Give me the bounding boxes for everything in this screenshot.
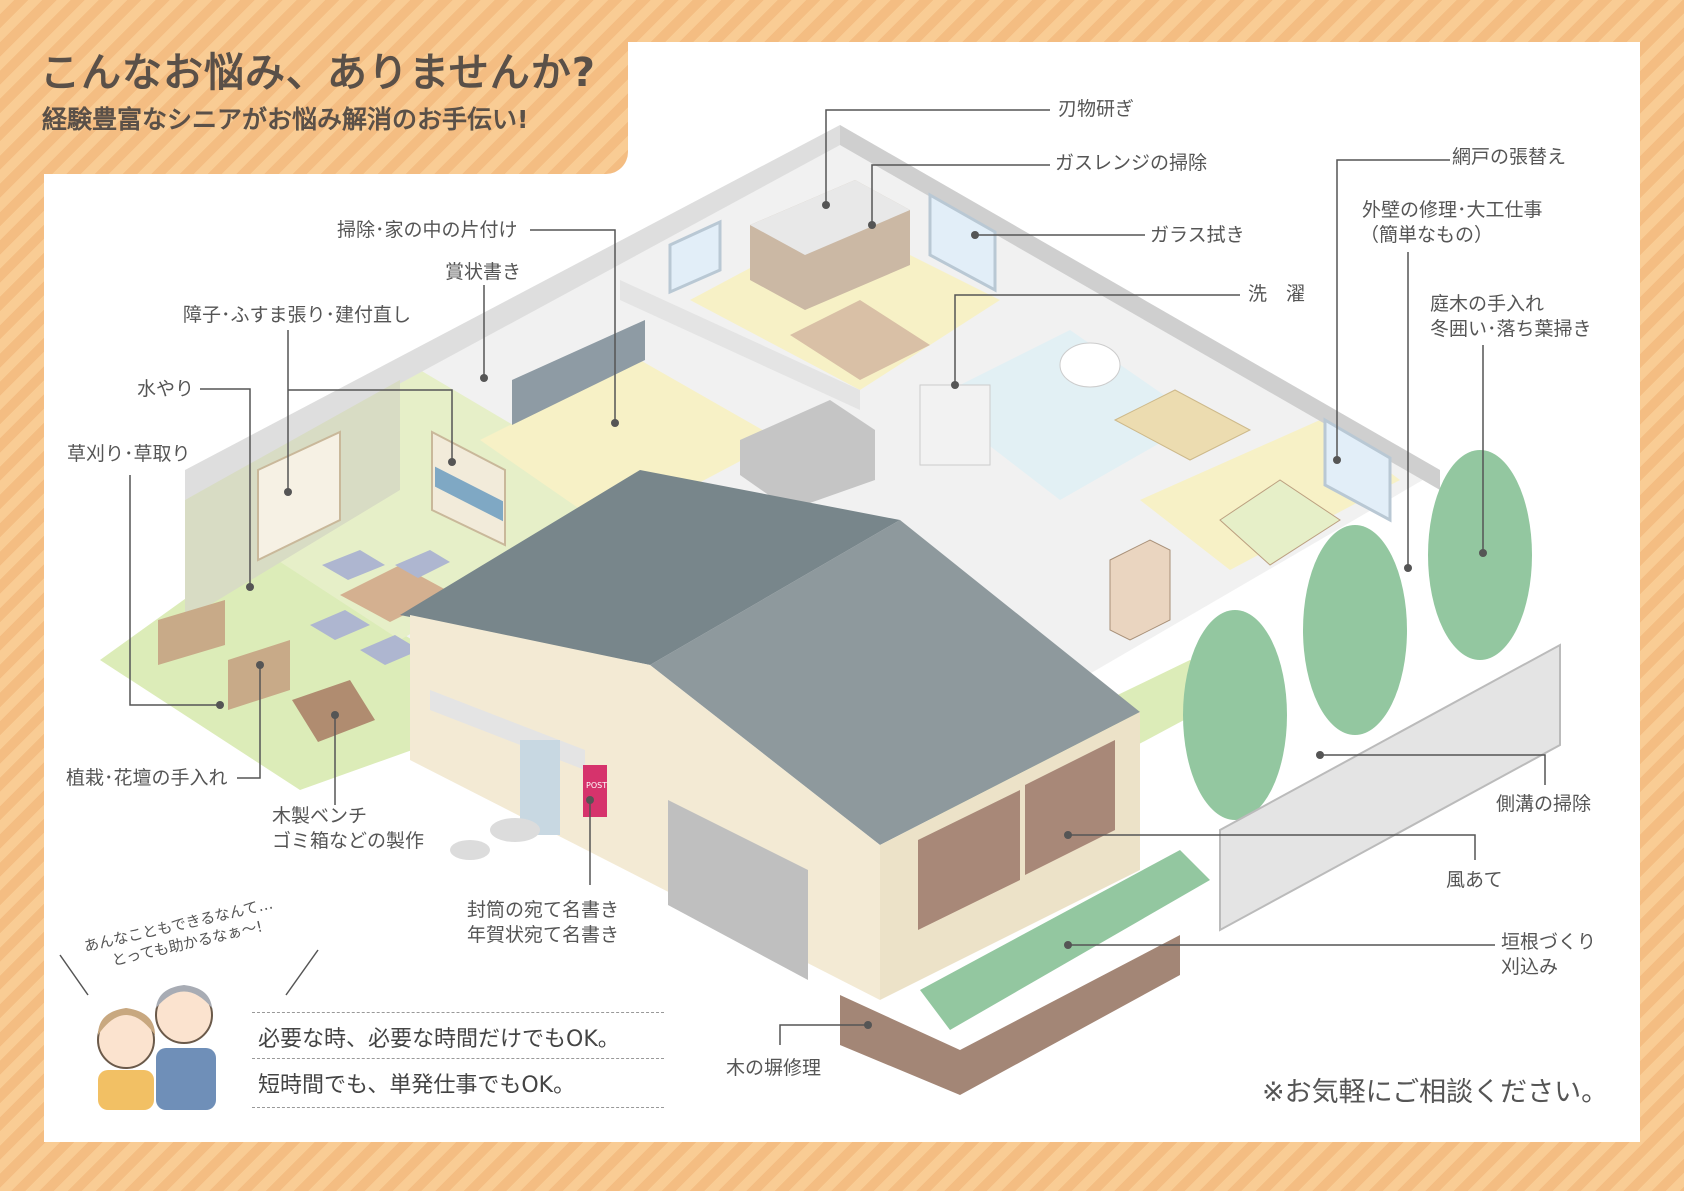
airing-slats [918,790,1020,930]
wooden-bench [292,680,375,742]
consult-note: ※お気軽にご相談ください。 [1262,1077,1609,1108]
toilet [1059,342,1121,388]
stepping-stone [490,818,540,842]
tree-2 [1303,525,1407,735]
label-airing: 風あて [1446,869,1503,891]
label-wooden-bench: 木製ベンチ [272,805,368,827]
page-subtitle: 経験豊富なシニアがお悩み解消のお手伝い! [42,105,529,134]
label-gas-range-cleaning: ガスレンジの掃除 [1055,152,1208,174]
label-laundry: 洗 濯 [1248,283,1306,305]
label-new-year-card-addressing: 年賀状宛て名書き [467,924,620,946]
block-wall [1219,643,1561,932]
garage-shutter [668,800,808,980]
wooden-fence [840,935,1180,1095]
title-tab: こんなお悩み、ありませんか? 経験豊富なシニアがお悩み解消のお手伝い! [0,0,628,174]
window-bedroom [1323,417,1392,523]
sofa [740,400,875,510]
hedge [920,850,1210,1030]
label-hedge-building: 垣根づくり [1501,931,1597,953]
page-title: こんなお悩み、ありませんか? [40,50,597,96]
label-garden-care: 庭木の手入れ [1430,293,1545,315]
back-wall-right [840,125,1440,490]
label-hedge-trimming: 刈込み [1501,956,1559,978]
window-left [668,219,722,295]
bubble-mark-right [285,949,319,996]
dresser [1109,539,1171,641]
label-screen-door: 網戸の張替え [1452,146,1567,168]
label-envelope-addressing: 封筒の宛て名書き [467,899,620,921]
label-certificate-writing: 賞状書き [445,261,522,283]
label-watering: 水やり [137,378,195,400]
label-gutter-cleaning: 側溝の掃除 [1496,793,1592,815]
label-exterior-repair: 外壁の修理･大工仕事 [1362,199,1543,221]
bubble-mark-left [59,954,89,996]
label-winter-prep: 冬囲い･落ち葉掃き [1430,318,1592,340]
tree-1 [1183,610,1287,820]
label-fence-repair: 木の塀修理 [726,1057,822,1079]
partition-wall [620,280,860,410]
leader-lines [129,109,1546,1045]
flower-bed-2 [228,640,290,710]
label-planting: 植栽･花壇の手入れ [66,767,228,789]
washing-machine [919,384,991,466]
bookshelf [512,320,645,425]
senior-couple-illustration [97,985,216,1110]
mailbox [583,765,607,817]
roof-left [400,470,900,665]
low-table [340,565,450,622]
dining-table [790,300,930,380]
promo-line-1: 必要な時、必要な時間だけでもOK。 [252,1012,664,1061]
back-wall-left [185,125,840,500]
entrance-door [520,740,560,835]
shoji-screen [257,430,341,562]
label-cleaning-tidying: 掃除･家の中の片付け [337,219,518,241]
roof-right [650,520,1140,845]
label-weeding: 草刈り･草取り [67,443,191,465]
bathroom-floor [930,330,1200,500]
flower-bed-1 [158,600,225,665]
label-shoji-fusuma: 障子･ふすま張り･建付直し [183,304,412,326]
label-glass-wiping: ガラス拭き [1150,224,1245,246]
promo-line-2: 短時間でも、単発仕事でもOK。 [252,1058,664,1108]
bed [1219,479,1341,566]
label-trash-box-making: ゴミ箱などの製作 [272,830,425,852]
bathtub [1113,389,1252,461]
label-knife-sharpening: 刃物研ぎ [1058,98,1135,120]
label-exterior-repair-note: （簡単なもの） [1360,224,1494,246]
mailbox-label: POST [586,781,607,790]
window-kitchen [928,192,997,293]
